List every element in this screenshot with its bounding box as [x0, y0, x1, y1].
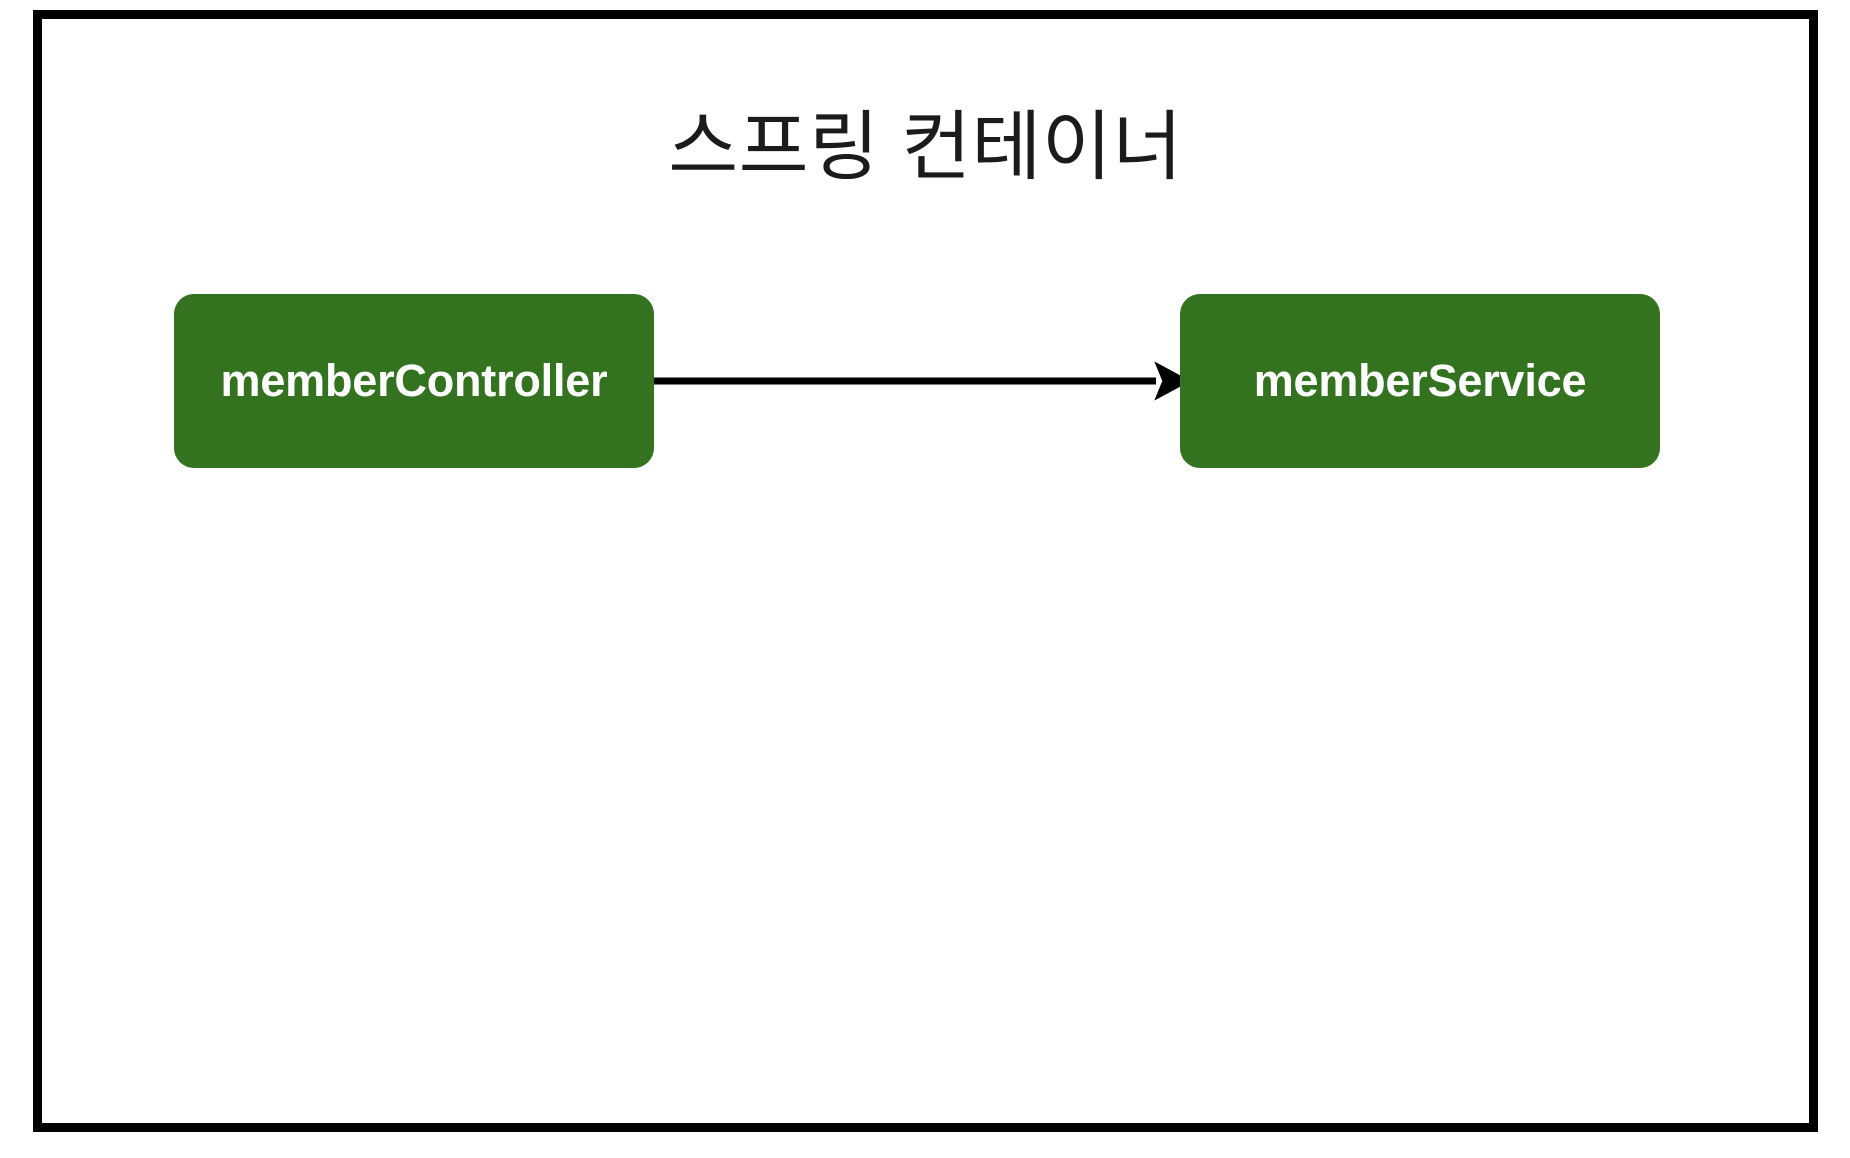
bean-label-memberservice: memberService — [1253, 355, 1587, 406]
bean-node-membercontroller[interactable]: memberController — [174, 294, 654, 468]
spring-container-frame: 스프링 컨테이너 — [33, 10, 1818, 1132]
diagram-title: 스프링 컨테이너 — [668, 104, 1183, 190]
bean-label-membercontroller: memberController — [220, 355, 608, 406]
bean-node-memberservice[interactable]: memberService — [1180, 294, 1660, 468]
